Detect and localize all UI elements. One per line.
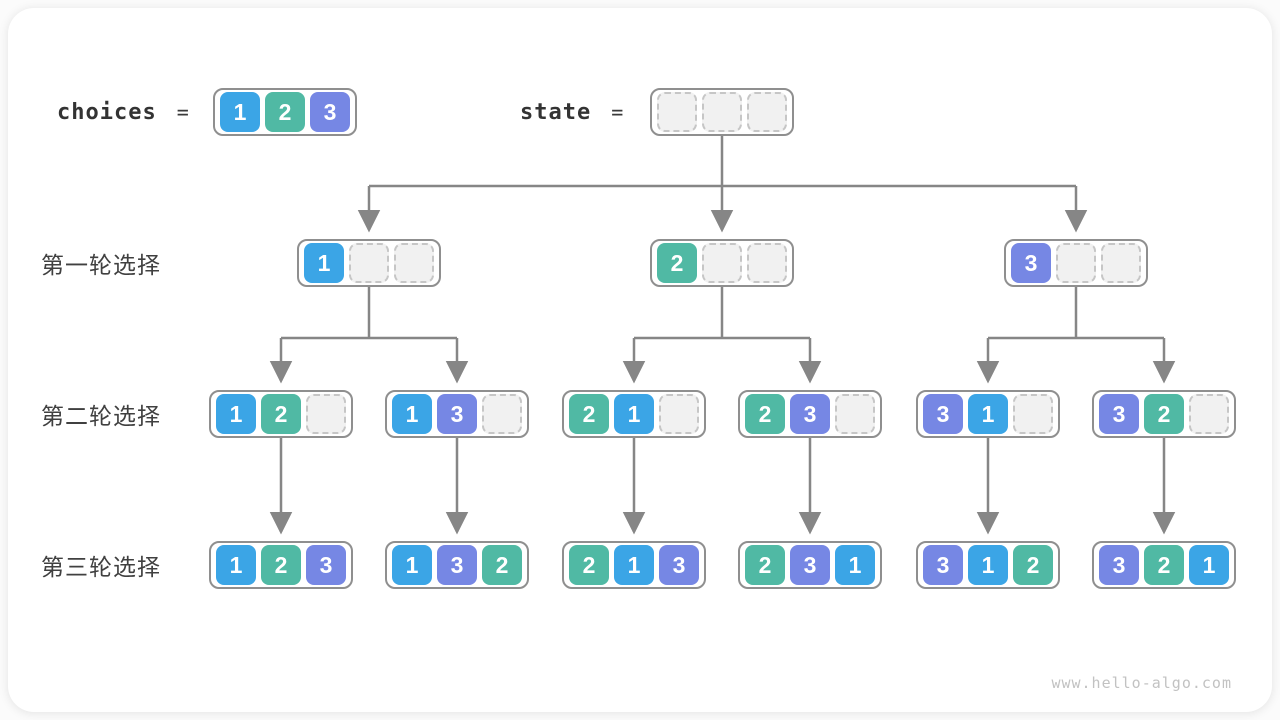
empty-slot	[747, 92, 787, 132]
slot-value-1: 1	[392, 394, 432, 434]
choices-label: choices	[57, 99, 157, 125]
slot-value-1: 1	[968, 394, 1008, 434]
watermark: www.hello-algo.com	[1051, 674, 1232, 692]
empty-slot	[657, 92, 697, 132]
slot-value-3: 3	[659, 545, 699, 585]
slot-value-1: 1	[220, 92, 260, 132]
slot-value-3: 3	[310, 92, 350, 132]
state-node-round1-3: 3	[1004, 239, 1148, 287]
empty-slot	[702, 92, 742, 132]
row-label-round-2: 第二轮选择	[41, 403, 161, 429]
slot-value-2: 2	[745, 394, 785, 434]
slot-value-2: 2	[1013, 545, 1053, 585]
slot-value-3: 3	[923, 545, 963, 585]
slot-value-1: 1	[1189, 545, 1229, 585]
slot-value-3: 3	[437, 394, 477, 434]
slot-value-1: 1	[216, 545, 256, 585]
empty-slot	[747, 243, 787, 283]
row-label-round-3: 第三轮选择	[41, 554, 161, 580]
state-node-round1-1: 1	[297, 239, 441, 287]
choices-header: choices =	[57, 88, 189, 136]
slot-value-1: 1	[835, 545, 875, 585]
slot-value-3: 3	[790, 545, 830, 585]
empty-slot	[1056, 243, 1096, 283]
empty-slot	[1101, 243, 1141, 283]
slot-value-1: 1	[392, 545, 432, 585]
row-label-round-1: 第一轮选择	[41, 252, 161, 278]
slot-value-2: 2	[745, 545, 785, 585]
slot-value-1: 1	[614, 545, 654, 585]
equals-sign: =	[611, 100, 624, 124]
slot-value-2: 2	[261, 394, 301, 434]
equals-sign: =	[176, 100, 189, 124]
slot-value-1: 1	[304, 243, 344, 283]
empty-slot	[835, 394, 875, 434]
slot-value-2: 2	[569, 394, 609, 434]
empty-slot	[1189, 394, 1229, 434]
slot-value-1: 1	[968, 545, 1008, 585]
slot-value-3: 3	[1099, 394, 1139, 434]
empty-slot	[306, 394, 346, 434]
tree-connector-arrows	[269, 136, 1176, 535]
slot-value-2: 2	[569, 545, 609, 585]
slot-value-2: 2	[1144, 394, 1184, 434]
slot-value-3: 3	[1011, 243, 1051, 283]
empty-slot	[349, 243, 389, 283]
slot-value-1: 1	[614, 394, 654, 434]
slot-value-2: 2	[1144, 545, 1184, 585]
slot-value-1: 1	[216, 394, 256, 434]
slot-value-2: 2	[265, 92, 305, 132]
slot-value-3: 3	[437, 545, 477, 585]
state-header: state =	[520, 88, 623, 136]
slot-value-3: 3	[1099, 545, 1139, 585]
slot-value-2: 2	[482, 545, 522, 585]
slot-value-3: 3	[790, 394, 830, 434]
slot-value-2: 2	[261, 545, 301, 585]
empty-slot	[659, 394, 699, 434]
state-array	[650, 88, 794, 136]
state-label: state	[520, 99, 592, 125]
empty-slot	[1013, 394, 1053, 434]
slot-value-3: 3	[923, 394, 963, 434]
empty-slot	[702, 243, 742, 283]
slot-value-3: 3	[306, 545, 346, 585]
empty-slot	[482, 394, 522, 434]
slot-value-2: 2	[657, 243, 697, 283]
empty-slot	[394, 243, 434, 283]
state-node-round1-2: 2	[650, 239, 794, 287]
